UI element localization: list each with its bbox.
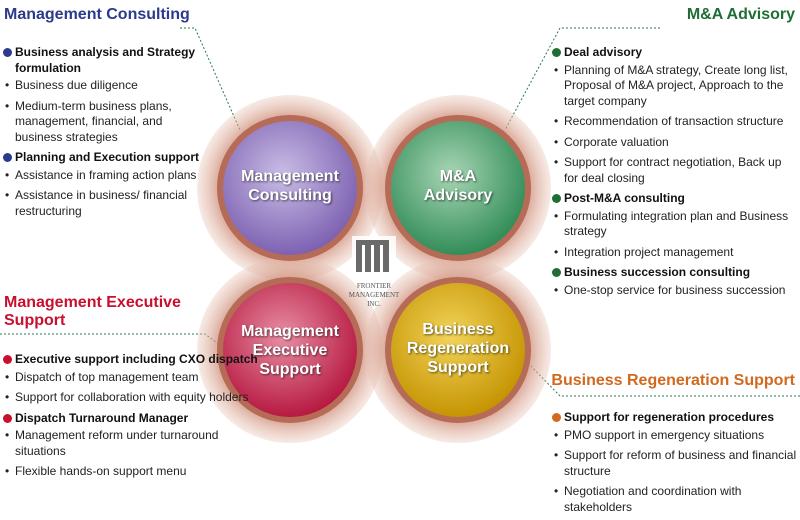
- service-item: Formulating integration plan and Busines…: [552, 209, 798, 240]
- frontier-logo-icon: FRONTIER MANAGEMENT INC.: [349, 236, 400, 308]
- service-item: Assistance in business/ financial restru…: [3, 188, 203, 219]
- service-item: Recommendation of transaction structure: [552, 114, 798, 130]
- service-group-heading-text: Deal advisory: [564, 45, 643, 59]
- service-group: Business analysis and Strategy formulati…: [3, 45, 203, 145]
- service-item: Assistance in framing action plans: [3, 168, 203, 184]
- title-management-consulting: Management Consulting: [4, 6, 190, 23]
- service-item: Flexible hands-on support menu: [3, 464, 268, 480]
- circle-management-executive-support: [217, 277, 363, 423]
- service-item: Integration project management: [552, 245, 798, 261]
- service-item-list: Planning of M&A strategy, Create long li…: [552, 63, 798, 187]
- circle-business-regeneration-support: [385, 277, 531, 423]
- service-item: Medium-term business plans, management, …: [3, 99, 203, 146]
- service-item: Support for collaboration with equity ho…: [3, 390, 268, 406]
- circle-ma-advisory: [385, 115, 531, 261]
- bullet-dot-icon: [552, 268, 561, 277]
- logo-line-2: MANAGEMENT: [349, 291, 400, 299]
- bullet-dot-icon: [552, 48, 561, 57]
- service-group-heading: Deal advisory: [552, 45, 798, 61]
- circle-management-consulting: [217, 115, 363, 261]
- service-group: Planning and Execution supportAssistance…: [3, 150, 203, 219]
- service-item-list: Formulating integration plan and Busines…: [552, 209, 798, 261]
- logo-line-1: FRONTIER: [357, 282, 392, 290]
- logo-line-3: INC.: [367, 300, 381, 308]
- bullet-dot-icon: [3, 153, 12, 162]
- section-business-regeneration-support: Support for regeneration proceduresPMO s…: [552, 410, 800, 520]
- service-diagram: FRONTIER MANAGEMENT INC.: [0, 27, 800, 443]
- service-item: Negotiation and coordination with stakeh…: [552, 484, 800, 515]
- service-group: Support for regeneration proceduresPMO s…: [552, 410, 800, 515]
- bullet-dot-icon: [552, 413, 561, 422]
- service-group-heading-text: Executive support including CXO dispatch: [15, 352, 258, 366]
- service-group-heading-text: Business analysis and Strategy formulati…: [15, 45, 196, 75]
- service-item-list: Business due diligenceMedium-term busine…: [3, 78, 203, 145]
- service-group-heading-text: Dispatch Turnaround Manager: [15, 410, 189, 425]
- service-item: Planning of M&A strategy, Create long li…: [552, 63, 798, 110]
- bullet-dot-icon: [3, 355, 12, 364]
- service-group: Deal advisoryPlanning of M&A strategy, C…: [552, 45, 798, 186]
- service-group: Dispatch Turnaround ManagerManagement re…: [3, 411, 268, 480]
- section-ma-advisory: Deal advisoryPlanning of M&A strategy, C…: [552, 45, 798, 303]
- service-group-heading-text: Business succession consulting: [564, 265, 751, 279]
- section-management-consulting: Business analysis and Strategy formulati…: [3, 45, 203, 224]
- service-group-heading: Support for regeneration procedures: [552, 410, 800, 426]
- service-group-heading-text: Support for regeneration procedures: [564, 410, 775, 424]
- service-group: Business succession consultingOne-stop s…: [552, 265, 798, 298]
- service-group-heading-text: Planning and Execution support: [15, 150, 200, 164]
- service-group: Post-M&A consultingFormulating integrati…: [552, 191, 798, 260]
- service-item-list: One-stop service for business succession: [552, 283, 798, 299]
- service-group-heading-text: Post-M&A consulting: [564, 191, 685, 205]
- circle-label-management-consulting: Management Consulting: [241, 168, 339, 204]
- section-management-executive-support: Executive support including CXO dispatch…: [3, 352, 268, 485]
- bullet-dot-icon: [3, 413, 12, 423]
- title-management-executive-support: Management Executive Support: [4, 294, 181, 329]
- service-group-heading: Post-M&A consulting: [552, 191, 798, 207]
- service-group-heading: Planning and Execution support: [3, 150, 203, 166]
- service-item-list: Dispatch of top management teamSupport f…: [3, 370, 268, 406]
- service-item: Business due diligence: [3, 78, 203, 94]
- service-item: PMO support in emergency situations: [552, 428, 800, 444]
- service-item: One-stop service for business succession: [552, 283, 798, 299]
- service-item: Dispatch of top management team: [3, 370, 268, 386]
- title-business-regeneration-support: Business Regeneration Support: [551, 372, 795, 389]
- service-group: Executive support including CXO dispatch…: [3, 352, 268, 406]
- bullet-dot-icon: [552, 194, 561, 203]
- circle-label-management-executive-support: Management Executive Support: [241, 323, 339, 378]
- service-item-list: Management reform under turnaround situa…: [3, 428, 268, 480]
- service-item: Management reform under turnaround situa…: [3, 428, 268, 459]
- service-item: Support for reform of business and finan…: [552, 448, 800, 479]
- service-group-heading: Executive support including CXO dispatch: [3, 352, 268, 368]
- bullet-dot-icon: [3, 48, 12, 57]
- service-item: Corporate valuation: [552, 135, 798, 151]
- circle-label-business-regeneration-support: Business Regeneration Support: [406, 321, 510, 376]
- service-item-list: PMO support in emergency situationsSuppo…: [552, 428, 800, 516]
- title-ma-advisory: M&A Advisory: [686, 6, 795, 23]
- service-group-heading: Business succession consulting: [552, 265, 798, 281]
- service-group-heading: Business analysis and Strategy formulati…: [3, 45, 203, 76]
- circle-label-ma-advisory: M&A Advisory: [423, 168, 493, 204]
- service-item: Support for contract negotiation, Back u…: [552, 155, 798, 186]
- service-group-heading: Dispatch Turnaround Manager: [3, 411, 268, 427]
- service-item-list: Assistance in framing action plansAssist…: [3, 168, 203, 220]
